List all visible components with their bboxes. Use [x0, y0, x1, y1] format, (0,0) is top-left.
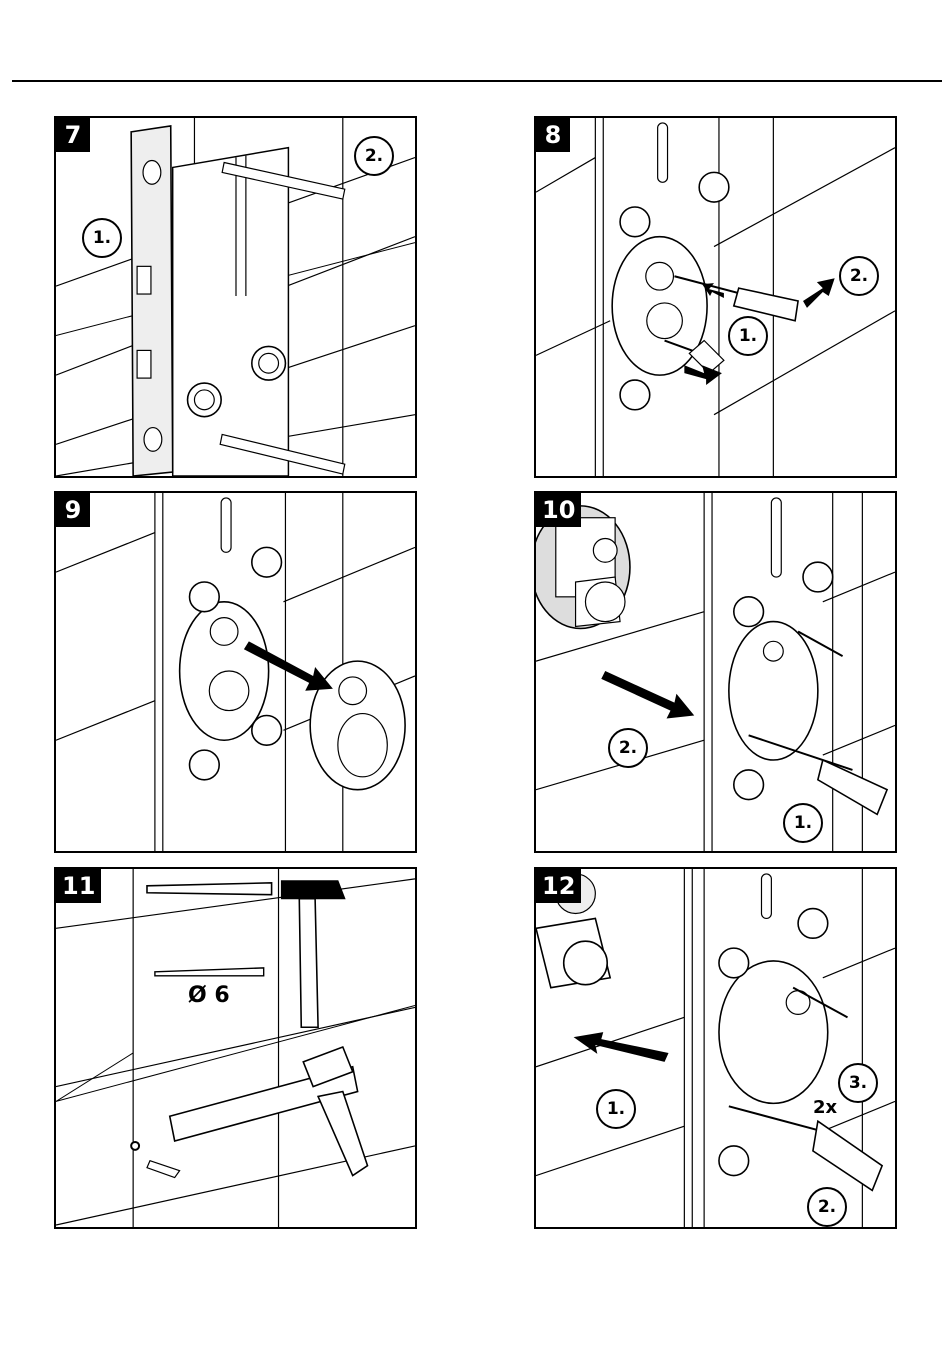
- step-number: 7: [56, 118, 90, 152]
- step-panel-10: 10 1. 2.: [534, 491, 897, 853]
- step-12-illustration: [536, 869, 895, 1227]
- callout-3: 3.: [838, 1063, 878, 1103]
- step-10-illustration: [536, 493, 895, 851]
- step-number: 12: [536, 869, 581, 903]
- header-rule: [12, 80, 942, 82]
- drill-diameter-label: Ø 6: [188, 983, 230, 1008]
- step-9-illustration: [56, 493, 415, 851]
- callout-2: 2.: [839, 256, 879, 296]
- step-11-illustration: [56, 869, 415, 1227]
- step-number: 8: [536, 118, 570, 152]
- callout-1: 1.: [728, 316, 768, 356]
- step-number: 10: [536, 493, 581, 527]
- callout-1: 1.: [783, 803, 823, 843]
- callout-2: 2.: [807, 1187, 847, 1227]
- step-number: 11: [56, 869, 101, 903]
- callout-2: 2.: [354, 136, 394, 176]
- callout-2: 2.: [608, 728, 648, 768]
- callout-1: 1.: [82, 218, 122, 258]
- step-panel-9: 9: [54, 491, 417, 853]
- step-number: 9: [56, 493, 90, 527]
- step-panel-12: 12 1. 2. 3. 2x: [534, 867, 897, 1229]
- callout-1: 1.: [596, 1089, 636, 1129]
- step-panel-11: 11 Ø 6: [54, 867, 417, 1229]
- step-8-illustration: [536, 118, 895, 476]
- step-panel-8: 8 1. 2.: [534, 116, 897, 478]
- count-label: 2x: [813, 1097, 837, 1118]
- step-panel-7: 7 1. 2.: [54, 116, 417, 478]
